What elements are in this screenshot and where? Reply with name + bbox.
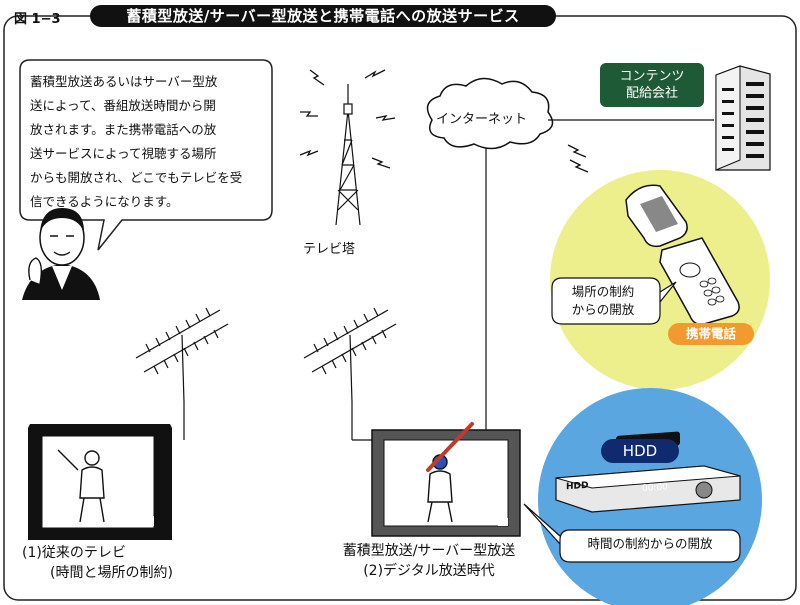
speech-line: 送サービスによって視聴する場所 xyxy=(30,146,217,161)
presenter-icon xyxy=(22,208,100,300)
speech-bubble xyxy=(19,59,273,251)
digital-caption-line1: 蓄積型放送/サーバー型放送 xyxy=(342,543,516,559)
time-freedom-label: 時間の制約からの開放 xyxy=(587,536,713,551)
digital-tv-icon xyxy=(371,422,521,537)
conventional-caption-line2: (時間と場所の制約) xyxy=(50,565,173,581)
mobile-badge: 携帯電話 xyxy=(668,323,754,345)
hdd-badge: HDD xyxy=(601,439,679,463)
conventional-tv-icon xyxy=(28,424,172,540)
time-bubble xyxy=(523,503,741,563)
speech-line: 放されます。また携帯電話への放 xyxy=(30,122,217,137)
antenna-right-icon xyxy=(303,307,397,440)
content-distributor-box xyxy=(600,63,704,107)
figure-title: 蓄積型放送/サーバー型放送と携帯電話への放送サービス xyxy=(90,5,556,27)
internet-label: インターネット xyxy=(436,112,528,127)
speech-line: 信できるようになります。 xyxy=(30,194,179,209)
speech-line: 蓄積型放送あるいはサーバー型放 xyxy=(30,74,218,89)
tv-tower-icon xyxy=(335,84,361,226)
conventional-caption: (1)従来のテレビ (時間と場所の制約) xyxy=(22,543,173,583)
antenna-left-icon xyxy=(135,307,229,440)
figure-label: 図 1−3 xyxy=(14,12,61,27)
location-line2: からの開放 xyxy=(571,302,635,317)
conventional-caption-line1: (1)従来のテレビ xyxy=(22,545,126,561)
tv-tower-label: テレビ塔 xyxy=(303,242,356,257)
digital-caption: 蓄積型放送/サーバー型放送 (2)デジタル放送時代 xyxy=(314,541,544,581)
signal-bolts xyxy=(299,69,589,173)
recorder-device-label: HDD xyxy=(566,481,588,493)
speech-line: からも開放され、どこでもテレビを受 xyxy=(30,170,243,185)
digital-caption-line2: (2)デジタル放送時代 xyxy=(363,563,495,579)
content-distributor-line2: 配給会社 xyxy=(625,86,678,101)
location-bubble xyxy=(551,277,677,325)
speech-text: 蓄積型放送あるいはサーバー型放 送によって、番組放送時間から開 放されます。また… xyxy=(30,70,256,214)
location-line1: 場所の制約 xyxy=(571,284,635,299)
recorder-display: 00:00 xyxy=(642,482,668,494)
mobile-phone-icon xyxy=(625,184,740,326)
internet-cloud-icon xyxy=(426,77,554,150)
content-distributor-label: コンテンツ 配給会社 xyxy=(608,68,696,102)
building-icon xyxy=(715,65,771,171)
recorder-labels: HDD 00:00 xyxy=(566,481,668,494)
location-freedom-label: 場所の制約 からの開放 xyxy=(555,283,651,319)
hdd-recorder-icon xyxy=(555,431,741,513)
content-distributor-line1: コンテンツ xyxy=(619,69,685,84)
speech-line: 送によって、番組放送時間から開 xyxy=(30,98,216,113)
